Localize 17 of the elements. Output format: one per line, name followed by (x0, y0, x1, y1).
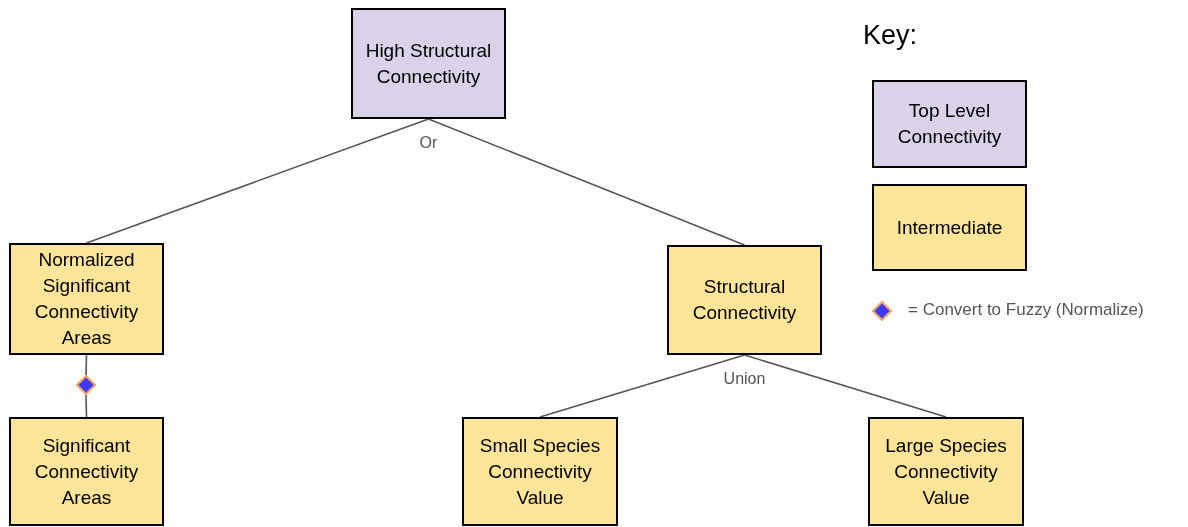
legend-text: Intermediate (895, 215, 1004, 240)
connector-line (85, 394, 88, 418)
connector-line (539, 354, 746, 418)
concept-box: Significant Connectivity Areas (9, 417, 164, 526)
key-heading: Key: (863, 20, 918, 51)
legend-text: = Convert to Fuzzy (Normalize) (908, 300, 1144, 320)
connector-line (85, 354, 88, 376)
concept-box: Normalized Significant Connectivity Areas (9, 243, 164, 355)
connector-line (427, 118, 746, 246)
connector-line (743, 354, 947, 418)
connector-line (85, 118, 430, 244)
concept-box: Small Species Connectivity Value (462, 417, 618, 526)
normalize-diamond (76, 375, 96, 395)
legend-text: Top Level Connectivity (896, 99, 1003, 149)
concept-box: Large Species Connectivity Value (868, 417, 1024, 526)
concept-box: Structural Connectivity (667, 245, 822, 355)
concept-box: High Structural Connectivity (351, 8, 506, 119)
